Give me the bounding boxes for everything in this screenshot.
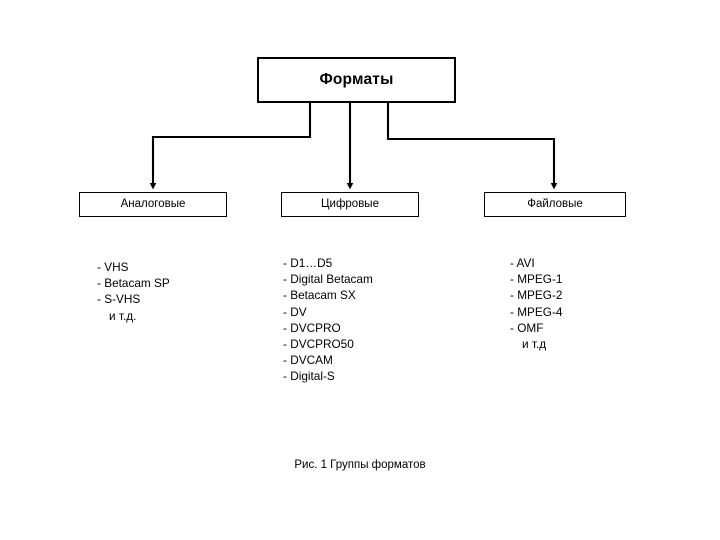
list-item: и т.д. bbox=[109, 308, 137, 323]
list-item: - DVCAM bbox=[283, 353, 333, 368]
list-item: - Digital-S bbox=[283, 369, 335, 384]
root-node-label: Форматы bbox=[319, 71, 394, 89]
figure-caption: Рис. 1 Группы форматов bbox=[294, 459, 426, 471]
list-item: - Betacam SP bbox=[97, 276, 170, 291]
list-item: - Digital Betacam bbox=[283, 272, 373, 287]
node-analog[interactable]: Аналоговые bbox=[79, 192, 227, 217]
root-node-formats[interactable]: Форматы bbox=[257, 57, 456, 103]
list-item: - MPEG-1 bbox=[510, 272, 563, 287]
connector-file bbox=[386, 103, 558, 190]
list-item: - DVCPRO50 bbox=[283, 337, 354, 352]
list-item: - Betacam SX bbox=[283, 288, 356, 303]
list-file-formats: - AVI - MPEG-1- MPEG-2- MPEG-4- OMF и т.д bbox=[510, 255, 562, 352]
list-item: - OMF bbox=[510, 320, 544, 335]
list-item: - DVCPRO bbox=[283, 320, 341, 335]
list-item: - VHS bbox=[97, 260, 129, 274]
node-analog-label: Аналоговые bbox=[120, 197, 186, 210]
list-item: - MPEG-4 bbox=[510, 304, 563, 319]
list-item: - DV bbox=[283, 304, 307, 319]
connector-analog bbox=[149, 103, 312, 190]
list-item: - D1…D5 bbox=[283, 256, 333, 270]
node-file[interactable]: Файловые bbox=[484, 192, 626, 217]
list-item: - S-VHS bbox=[97, 292, 141, 307]
node-digital[interactable]: Цифровые bbox=[281, 192, 419, 217]
list-item: - MPEG-2 bbox=[510, 288, 563, 303]
node-file-label: Файловые bbox=[527, 197, 583, 210]
node-digital-label: Цифровые bbox=[321, 197, 379, 210]
list-item: - AVI bbox=[510, 256, 535, 270]
list-digital-formats: - D1…D5- Digital Betacam- Betacam SX- DV… bbox=[283, 255, 373, 385]
list-item: и т.д bbox=[522, 337, 547, 352]
